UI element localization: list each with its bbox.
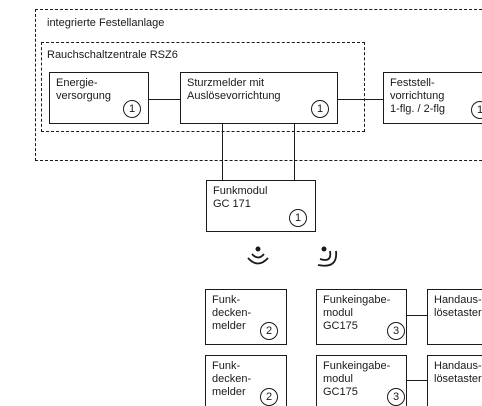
smoke-control-center-frame [41, 42, 365, 132]
ceiling-detector-number: 2 [260, 388, 278, 406]
drop-detector-box: Sturzmelder mit Auslösevorrichtung 1 [180, 72, 338, 124]
radio-input-module-box: Funkeingabe- modul GC175 3 [316, 355, 407, 406]
manual-release-button-box: Handaus- lösetaster [427, 355, 482, 406]
manual-release-button-box: Handaus- lösetaster [427, 289, 482, 345]
connector-input-button-2 [407, 380, 427, 382]
integrated-holder-system-frame [35, 9, 482, 161]
drop-detector-label: Sturzmelder mit Auslösevorrichtung [187, 77, 281, 102]
manual-release-button-label: Handaus- lösetaster [434, 294, 482, 319]
hold-open-device-number: 1 [471, 101, 482, 119]
energy-supply-box: Energie- versorgung 1 [49, 72, 149, 124]
energy-supply-number: 1 [123, 100, 141, 118]
radio-module-number: 1 [289, 209, 307, 227]
ceiling-detector-box: Funk- decken- melder 2 [205, 289, 287, 345]
hold-open-device-label: Feststell- vorrichtung 1-flg. / 2-flg [390, 77, 446, 115]
ceiling-detector-number: 2 [260, 322, 278, 340]
connector-input-button-1 [407, 315, 427, 317]
manual-release-button-label: Handaus- lösetaster [434, 360, 482, 385]
radio-wave-icon [243, 242, 277, 272]
radio-module-box: Funkmodul GC 171 1 [206, 180, 316, 232]
energy-supply-label: Energie- versorgung [56, 77, 112, 102]
radio-input-module-number: 3 [387, 322, 405, 340]
smoke-control-center-label: Rauchschaltzentrale RSZ6 [47, 49, 178, 61]
radio-input-module-label: Funkeingabe- modul GC175 [323, 294, 391, 332]
ceiling-detector-box: Funk- decken- melder 2 [205, 355, 287, 406]
connector-detector-radio-right [294, 123, 296, 180]
ceiling-detector-label: Funk- decken- melder [212, 360, 252, 398]
radio-input-module-number: 3 [387, 388, 405, 406]
hold-open-device-box: Feststell- vorrichtung 1-flg. / 2-flg 1 [383, 72, 482, 124]
integrated-holder-system-label: integrierte Festellanlage [47, 17, 165, 29]
radio-wave-icon [314, 242, 348, 272]
ceiling-detector-label: Funk- decken- melder [212, 294, 252, 332]
connector-energy-detector [149, 99, 180, 101]
radio-input-module-box: Funkeingabe- modul GC175 3 [316, 289, 407, 345]
connector-detector-radio-left [222, 123, 224, 180]
radio-module-label: Funkmodul GC 171 [213, 185, 268, 210]
drop-detector-number: 1 [311, 100, 329, 118]
connector-detector-holder [338, 99, 383, 101]
radio-input-module-label: Funkeingabe- modul GC175 [323, 360, 391, 398]
